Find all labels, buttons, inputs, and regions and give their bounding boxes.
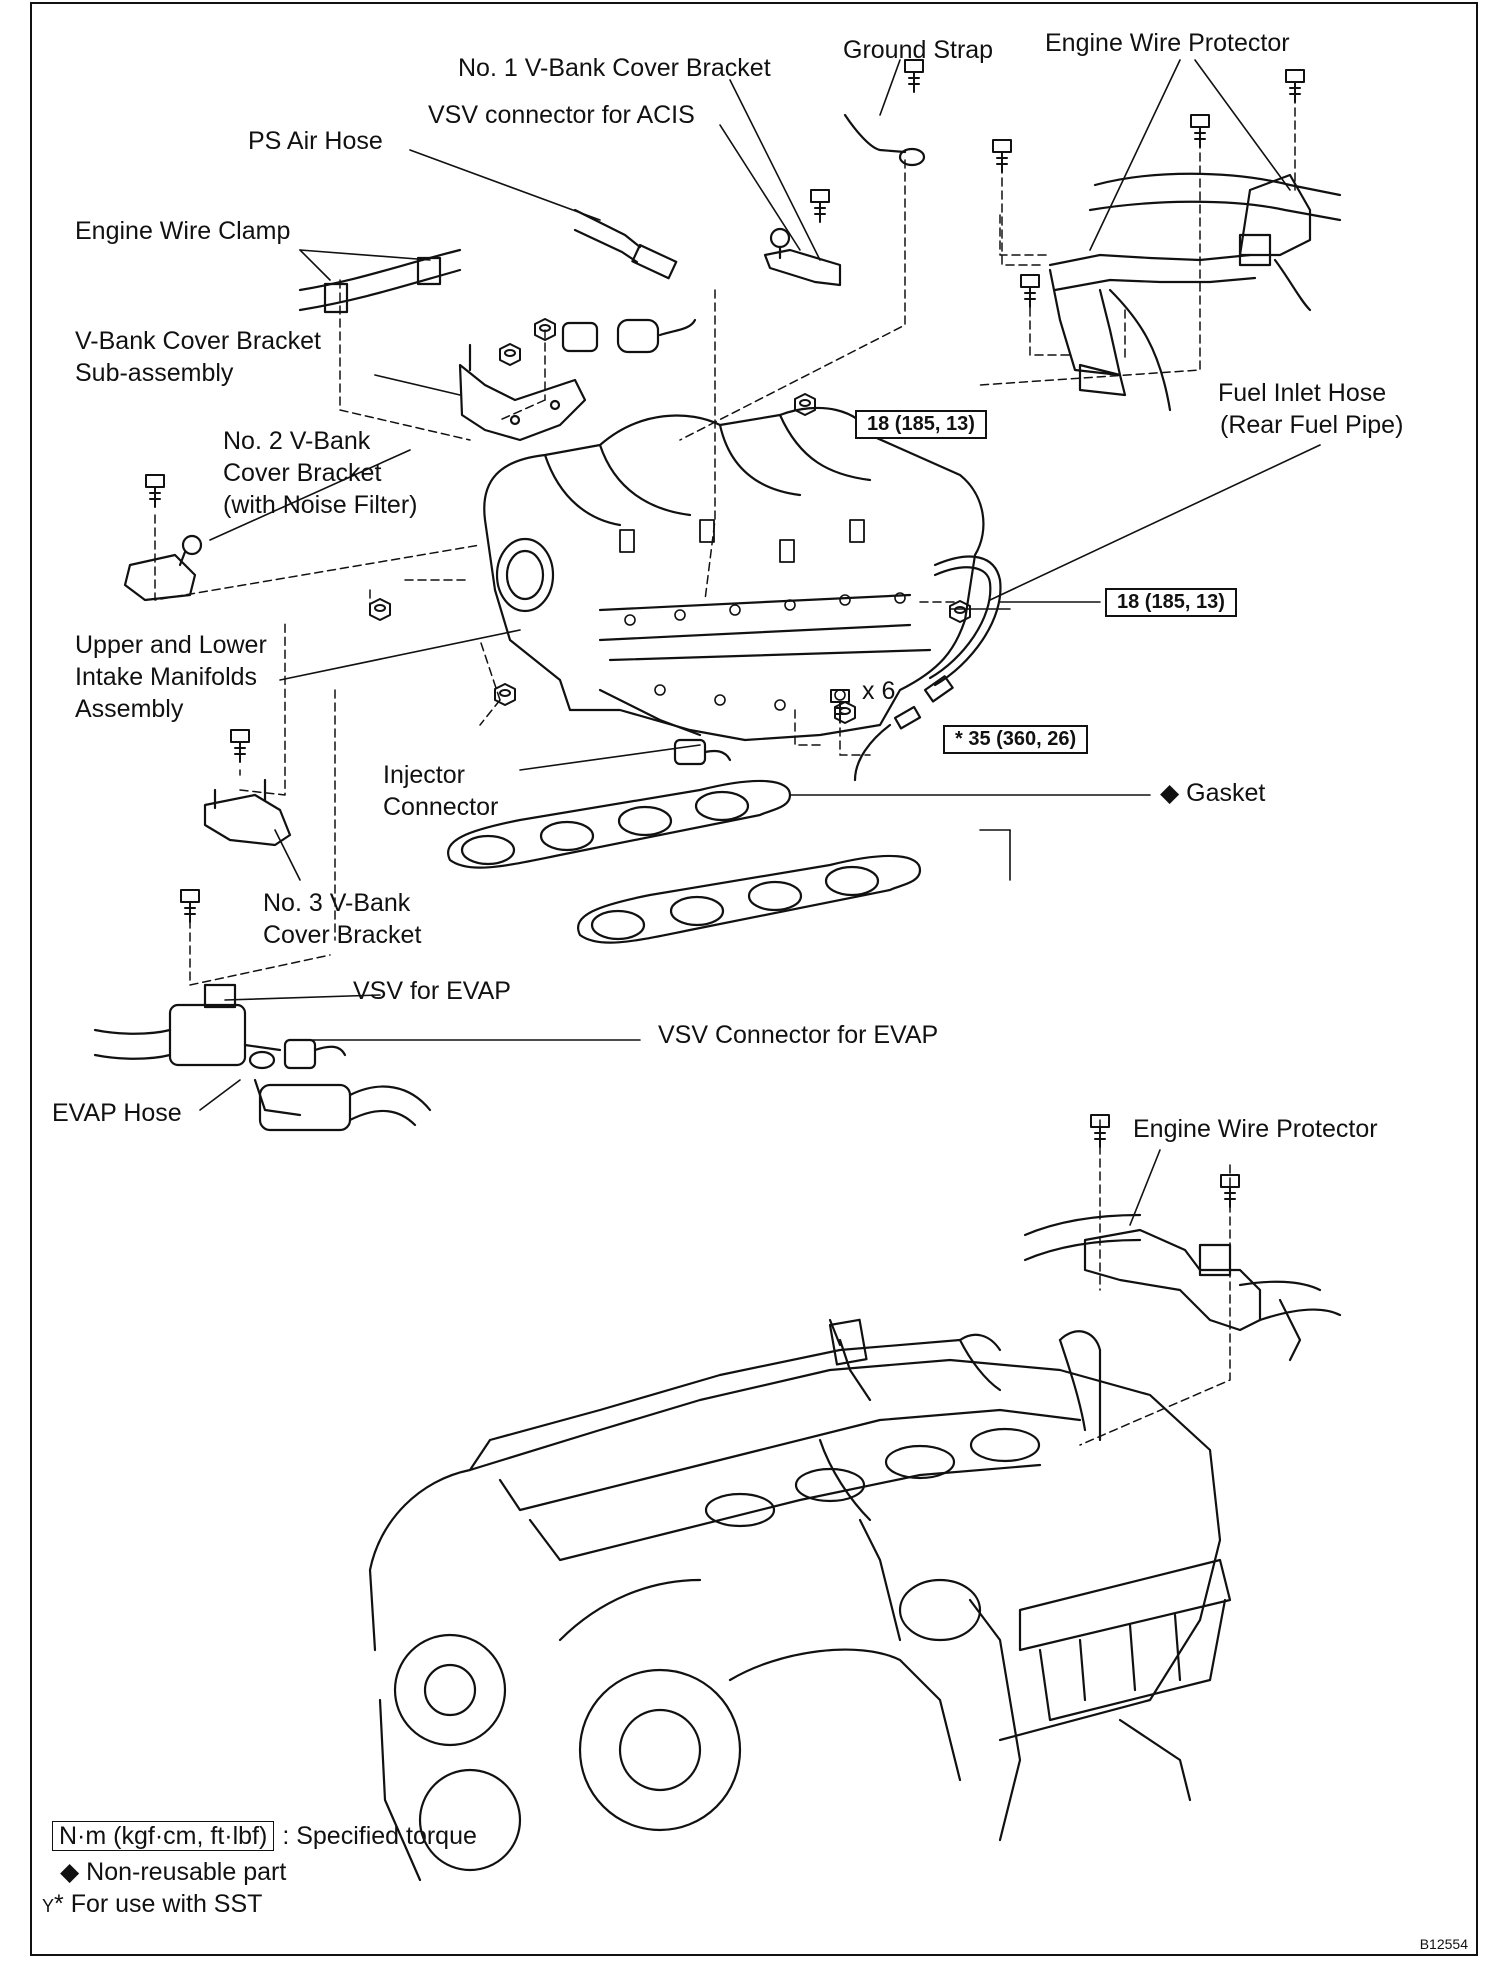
acis-connector-part bbox=[561, 318, 697, 354]
ground-strap-part bbox=[843, 113, 926, 167]
injector-connector-part bbox=[673, 738, 732, 766]
torque-spec-2: 18 (185, 13) bbox=[1105, 588, 1237, 617]
label-no1-vbank-cover-bracket: No. 1 V-Bank Cover Bracket bbox=[458, 54, 771, 82]
label-ps-air-hose: PS Air Hose bbox=[248, 127, 383, 155]
torque-spec-3: * 35 (360, 26) bbox=[943, 725, 1089, 754]
legend-unit-box: N·m (kgf·cm, ft·lbf) bbox=[52, 1821, 275, 1851]
leader-lines bbox=[199, 59, 1321, 1226]
legend-torque-unit: N·m (kgf·cm, ft·lbf): Specified torque bbox=[52, 1820, 477, 1852]
figure-frame bbox=[30, 2, 1478, 1956]
engine-wire-protector-bottom-part bbox=[1023, 1213, 1342, 1362]
no2-bracket-part bbox=[123, 534, 203, 602]
label-engine-wire-clamp: Engine Wire Clamp bbox=[75, 217, 291, 245]
legend-sst-text: * For use with SST bbox=[54, 1890, 263, 1918]
label-no3-cover-bracket: Cover Bracket bbox=[263, 921, 422, 949]
gasket-front-part bbox=[447, 779, 792, 869]
alignment-dashed-lines bbox=[154, 94, 1296, 1446]
engine-block-part bbox=[368, 1318, 1232, 1882]
legend-unit-desc: : Specified torque bbox=[282, 1822, 477, 1850]
label-times-six: x 6 bbox=[862, 677, 896, 705]
label-upper-and-lower: Upper and Lower bbox=[75, 631, 267, 659]
label-engine-wire-protector-top: Engine Wire Protector bbox=[1045, 29, 1290, 57]
no1-bracket-part bbox=[763, 227, 842, 287]
engine-wire-protector-top-part bbox=[1048, 172, 1342, 412]
label-evap-hose: EVAP Hose bbox=[52, 1099, 182, 1127]
label-vsv-connector-acis: VSV connector for ACIS bbox=[428, 101, 695, 129]
label-with-noise-filter: (with Noise Filter) bbox=[223, 491, 418, 519]
legend-sst-prefix: Y bbox=[42, 1896, 55, 1916]
label-fuel-inlet-hose: Fuel Inlet Hose bbox=[1218, 379, 1387, 407]
ps-air-hose-part bbox=[573, 208, 678, 280]
label-ground-strap: Ground Strap bbox=[843, 36, 994, 64]
no3-bracket-part bbox=[203, 778, 292, 847]
label-assembly: Assembly bbox=[75, 695, 184, 723]
label-vsv-evap: VSV for EVAP bbox=[353, 977, 511, 1005]
label-gasket: ◆ Gasket bbox=[1160, 779, 1266, 807]
label-vbank-cover-bracket: V-Bank Cover Bracket bbox=[75, 327, 321, 355]
label-vsv-connector-evap: VSV Connector for EVAP bbox=[658, 1021, 939, 1049]
label-no2-vbank: No. 2 V-Bank bbox=[223, 427, 371, 455]
legend-sst: Y* For use with SST bbox=[42, 1888, 262, 1922]
gasket-rear-part bbox=[577, 854, 922, 944]
vbank-bracket-subassembly-part bbox=[458, 343, 587, 442]
label-rear-fuel-pipe: (Rear Fuel Pipe) bbox=[1220, 411, 1404, 439]
fuel-inlet-hose-part bbox=[853, 555, 1002, 782]
label-intake-manifolds: Intake Manifolds bbox=[75, 663, 258, 691]
label-injector: Injector bbox=[383, 761, 465, 789]
figure-code: B12554 bbox=[1419, 1936, 1468, 1952]
legend-non-reusable: ◆ Non-reusable part bbox=[60, 1858, 287, 1886]
label-connector: Connector bbox=[383, 793, 499, 821]
label-sub-assembly: Sub-assembly bbox=[75, 359, 234, 387]
label-engine-wire-protector-bottom: Engine Wire Protector bbox=[1133, 1115, 1378, 1143]
vsv-evap-part bbox=[93, 983, 432, 1132]
intake-manifold-part bbox=[483, 406, 985, 742]
engine-wire-clamp-part bbox=[298, 248, 462, 314]
label-no2-cover-bracket: Cover Bracket bbox=[223, 459, 382, 487]
torque-spec-1: 18 (185, 13) bbox=[855, 410, 987, 439]
label-no3-vbank: No. 3 V-Bank bbox=[263, 889, 411, 917]
